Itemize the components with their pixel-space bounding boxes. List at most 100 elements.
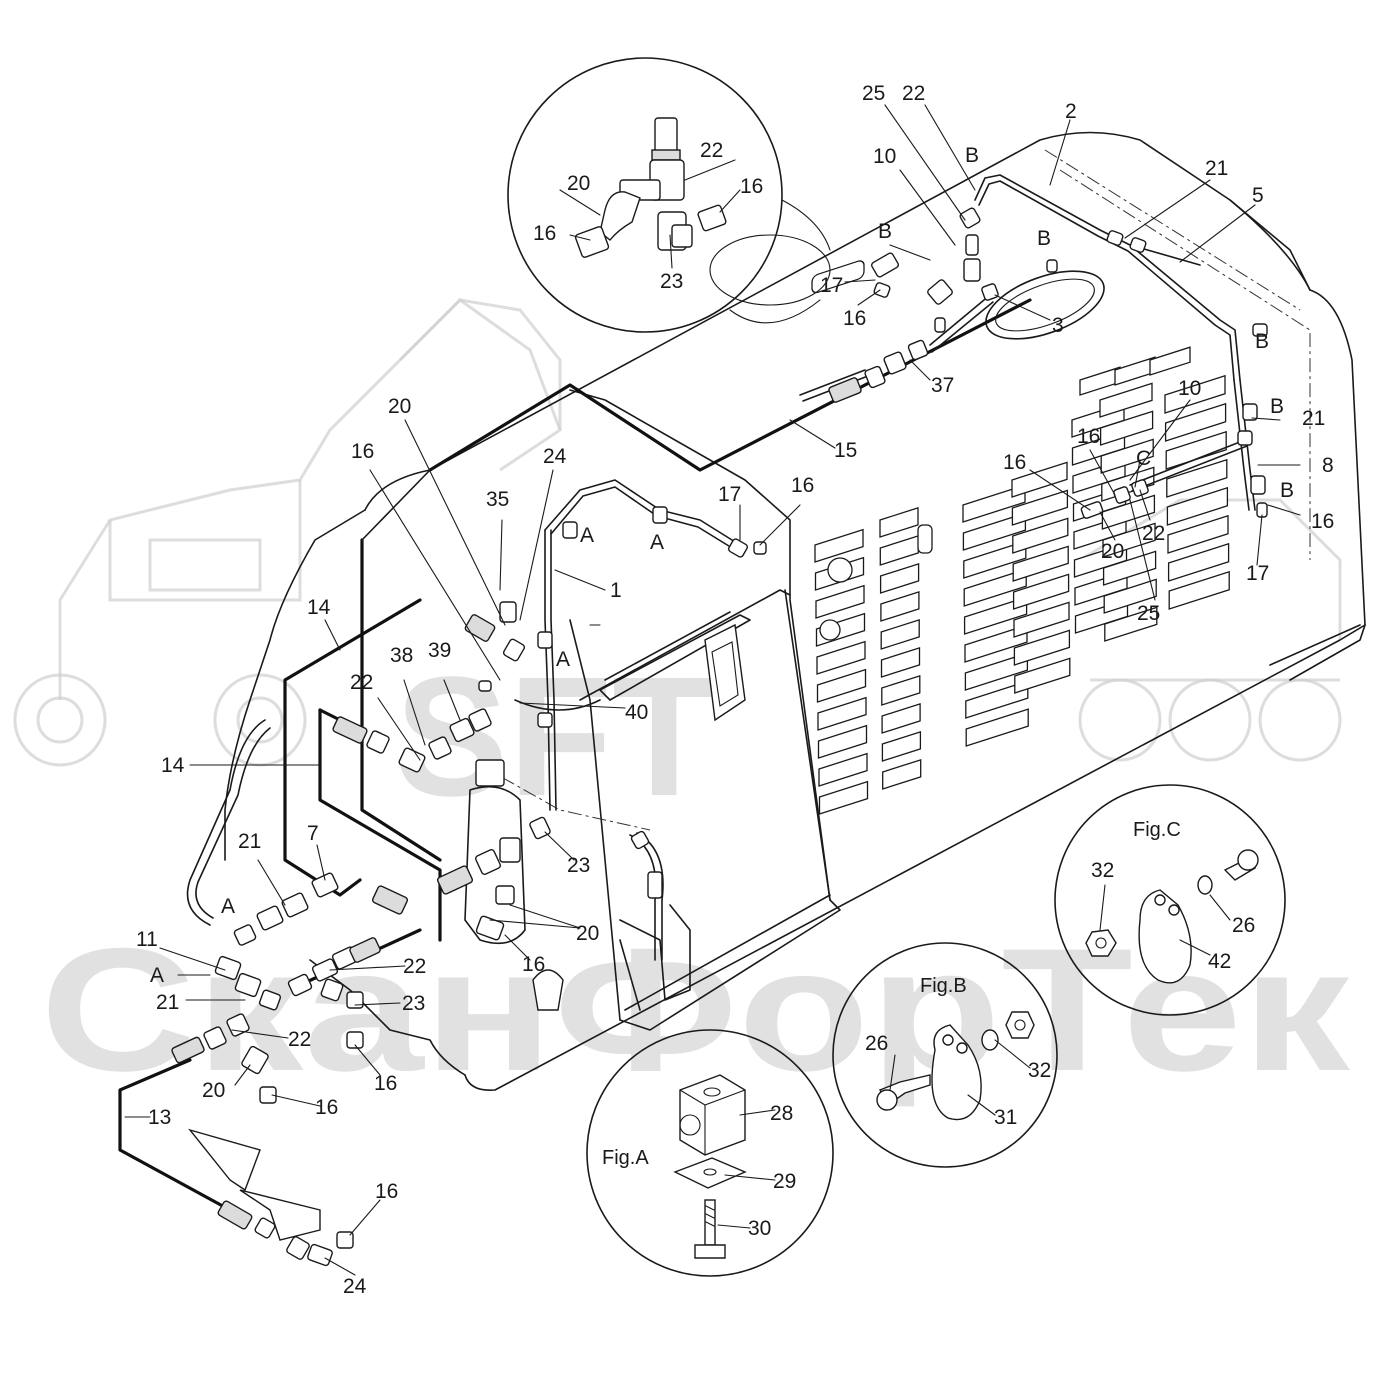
callout-label-detail-circle: 20 — [567, 172, 590, 195]
fig-c-title: Fig.C — [1133, 819, 1181, 841]
callout-label-top-right: 16 — [843, 307, 866, 330]
callout-label-right-side: B — [1280, 479, 1294, 502]
callout-label-center: A — [650, 531, 664, 554]
leader-line — [1099, 511, 1116, 541]
callout-label-right-side: 8 — [1322, 454, 1334, 477]
hose-fitting — [287, 973, 313, 997]
watermark: SFT СканФорТек — [13, 298, 1351, 1108]
grille-slot — [879, 506, 919, 538]
leader-line — [354, 1002, 401, 1006]
hose-fitting — [927, 279, 953, 305]
hose-fitting — [203, 1026, 227, 1050]
leader-line — [1134, 459, 1141, 488]
hose-fitting — [281, 892, 309, 918]
grille-slot — [881, 702, 921, 734]
leader-line — [377, 697, 421, 761]
leader-line — [967, 1094, 996, 1116]
grille-slot — [962, 484, 1026, 523]
callout-label-fig-c: 42 — [1208, 950, 1231, 973]
callout-label-fig-c: 26 — [1232, 914, 1255, 937]
callout-label-left: 20 — [202, 1079, 225, 1102]
callout-label-right-side: C — [1136, 447, 1151, 470]
grille-slot — [882, 758, 922, 790]
callout-label-left: 23 — [567, 854, 590, 877]
callout-label-fig-c: 32 — [1091, 859, 1114, 882]
grille-slot — [1101, 494, 1156, 530]
hose-fitting — [537, 712, 553, 728]
callout-label-left: 14 — [161, 754, 185, 777]
fig-a-clamp-block — [679, 1074, 746, 1156]
callout-label-top-right: 3 — [1052, 314, 1064, 337]
callout-label-detail-circle: 23 — [660, 270, 683, 293]
fig-b-nut — [1005, 1011, 1035, 1039]
hose-fitting — [311, 958, 339, 982]
grille-slot — [963, 568, 1027, 607]
leader-line — [257, 859, 286, 906]
hose-fitting — [1252, 323, 1268, 337]
grille-slot — [1104, 606, 1158, 642]
hose-fitting — [959, 207, 981, 229]
leader-line — [759, 504, 801, 546]
leader-line — [504, 934, 531, 961]
fig-a-title: Fig.A — [602, 1147, 649, 1169]
grille-slot — [815, 584, 865, 619]
callout-label-right-side: B — [1270, 395, 1284, 418]
callout-label-fig-a: 29 — [773, 1170, 796, 1193]
grille-slot — [879, 534, 919, 566]
leader-line — [994, 1039, 1031, 1069]
leader-line — [404, 419, 506, 626]
detail-plug-16-left — [574, 226, 610, 258]
watermark-machine-outline — [13, 298, 1342, 767]
hose-fitting — [286, 1236, 310, 1260]
hose-fitting — [217, 1200, 253, 1230]
detail-plug-16-right — [697, 204, 727, 232]
hose-fitting — [529, 816, 551, 840]
callout-label-detail-circle: 22 — [700, 139, 723, 162]
detail-elbow-20 — [599, 191, 641, 241]
hose-fitting — [934, 317, 946, 333]
fig-a-bolt-head — [694, 1244, 726, 1259]
leader-line — [1209, 894, 1231, 921]
grille-slots — [814, 346, 1230, 815]
inset-fig-b — [832, 942, 1058, 1168]
hose-fitting — [234, 972, 262, 998]
leader-line — [884, 104, 966, 221]
grille-slot — [881, 674, 921, 706]
callout-label-center: 38 — [390, 644, 413, 667]
callout-label-detail-circle: 16 — [740, 175, 763, 198]
fig-c-nut — [1085, 929, 1117, 957]
callout-label-right-side: 16 — [1311, 510, 1334, 533]
hose-fitting — [495, 885, 515, 905]
hose-fitting — [873, 282, 891, 298]
callout-label-top-right: B — [965, 144, 979, 167]
hose-fitting — [478, 680, 492, 692]
hose-fitting — [256, 905, 284, 931]
hose-fitting — [214, 955, 242, 981]
leader-line — [1089, 449, 1116, 496]
leader-line — [1139, 489, 1151, 521]
detail-circle-top — [507, 57, 831, 333]
hose-fitting — [474, 848, 502, 876]
leader-line — [1129, 499, 1156, 601]
callout-label-fig-b: 31 — [994, 1106, 1017, 1129]
callout-label-top-right: 2 — [1065, 100, 1077, 123]
grille-slot — [816, 668, 867, 703]
hose-fitting — [464, 614, 496, 642]
grille-slot — [1164, 402, 1227, 442]
callout-label-left: 21 — [238, 830, 261, 853]
callout-label-left: 21 — [156, 991, 179, 1014]
grille-slot — [818, 752, 868, 787]
callout-label-fig-b: 32 — [1028, 1059, 1051, 1082]
grille-slot — [963, 596, 1028, 635]
leader-line — [739, 1109, 776, 1116]
callout-label-center: 1 — [610, 579, 622, 602]
hose-fitting — [502, 638, 526, 662]
hose-fitting — [537, 631, 553, 649]
leader-line — [889, 1054, 896, 1091]
detail-fitting-nipple — [654, 117, 678, 153]
callout-label-left: 22 — [288, 1028, 311, 1051]
leader-line — [489, 919, 581, 929]
hose-fitting — [562, 521, 578, 539]
